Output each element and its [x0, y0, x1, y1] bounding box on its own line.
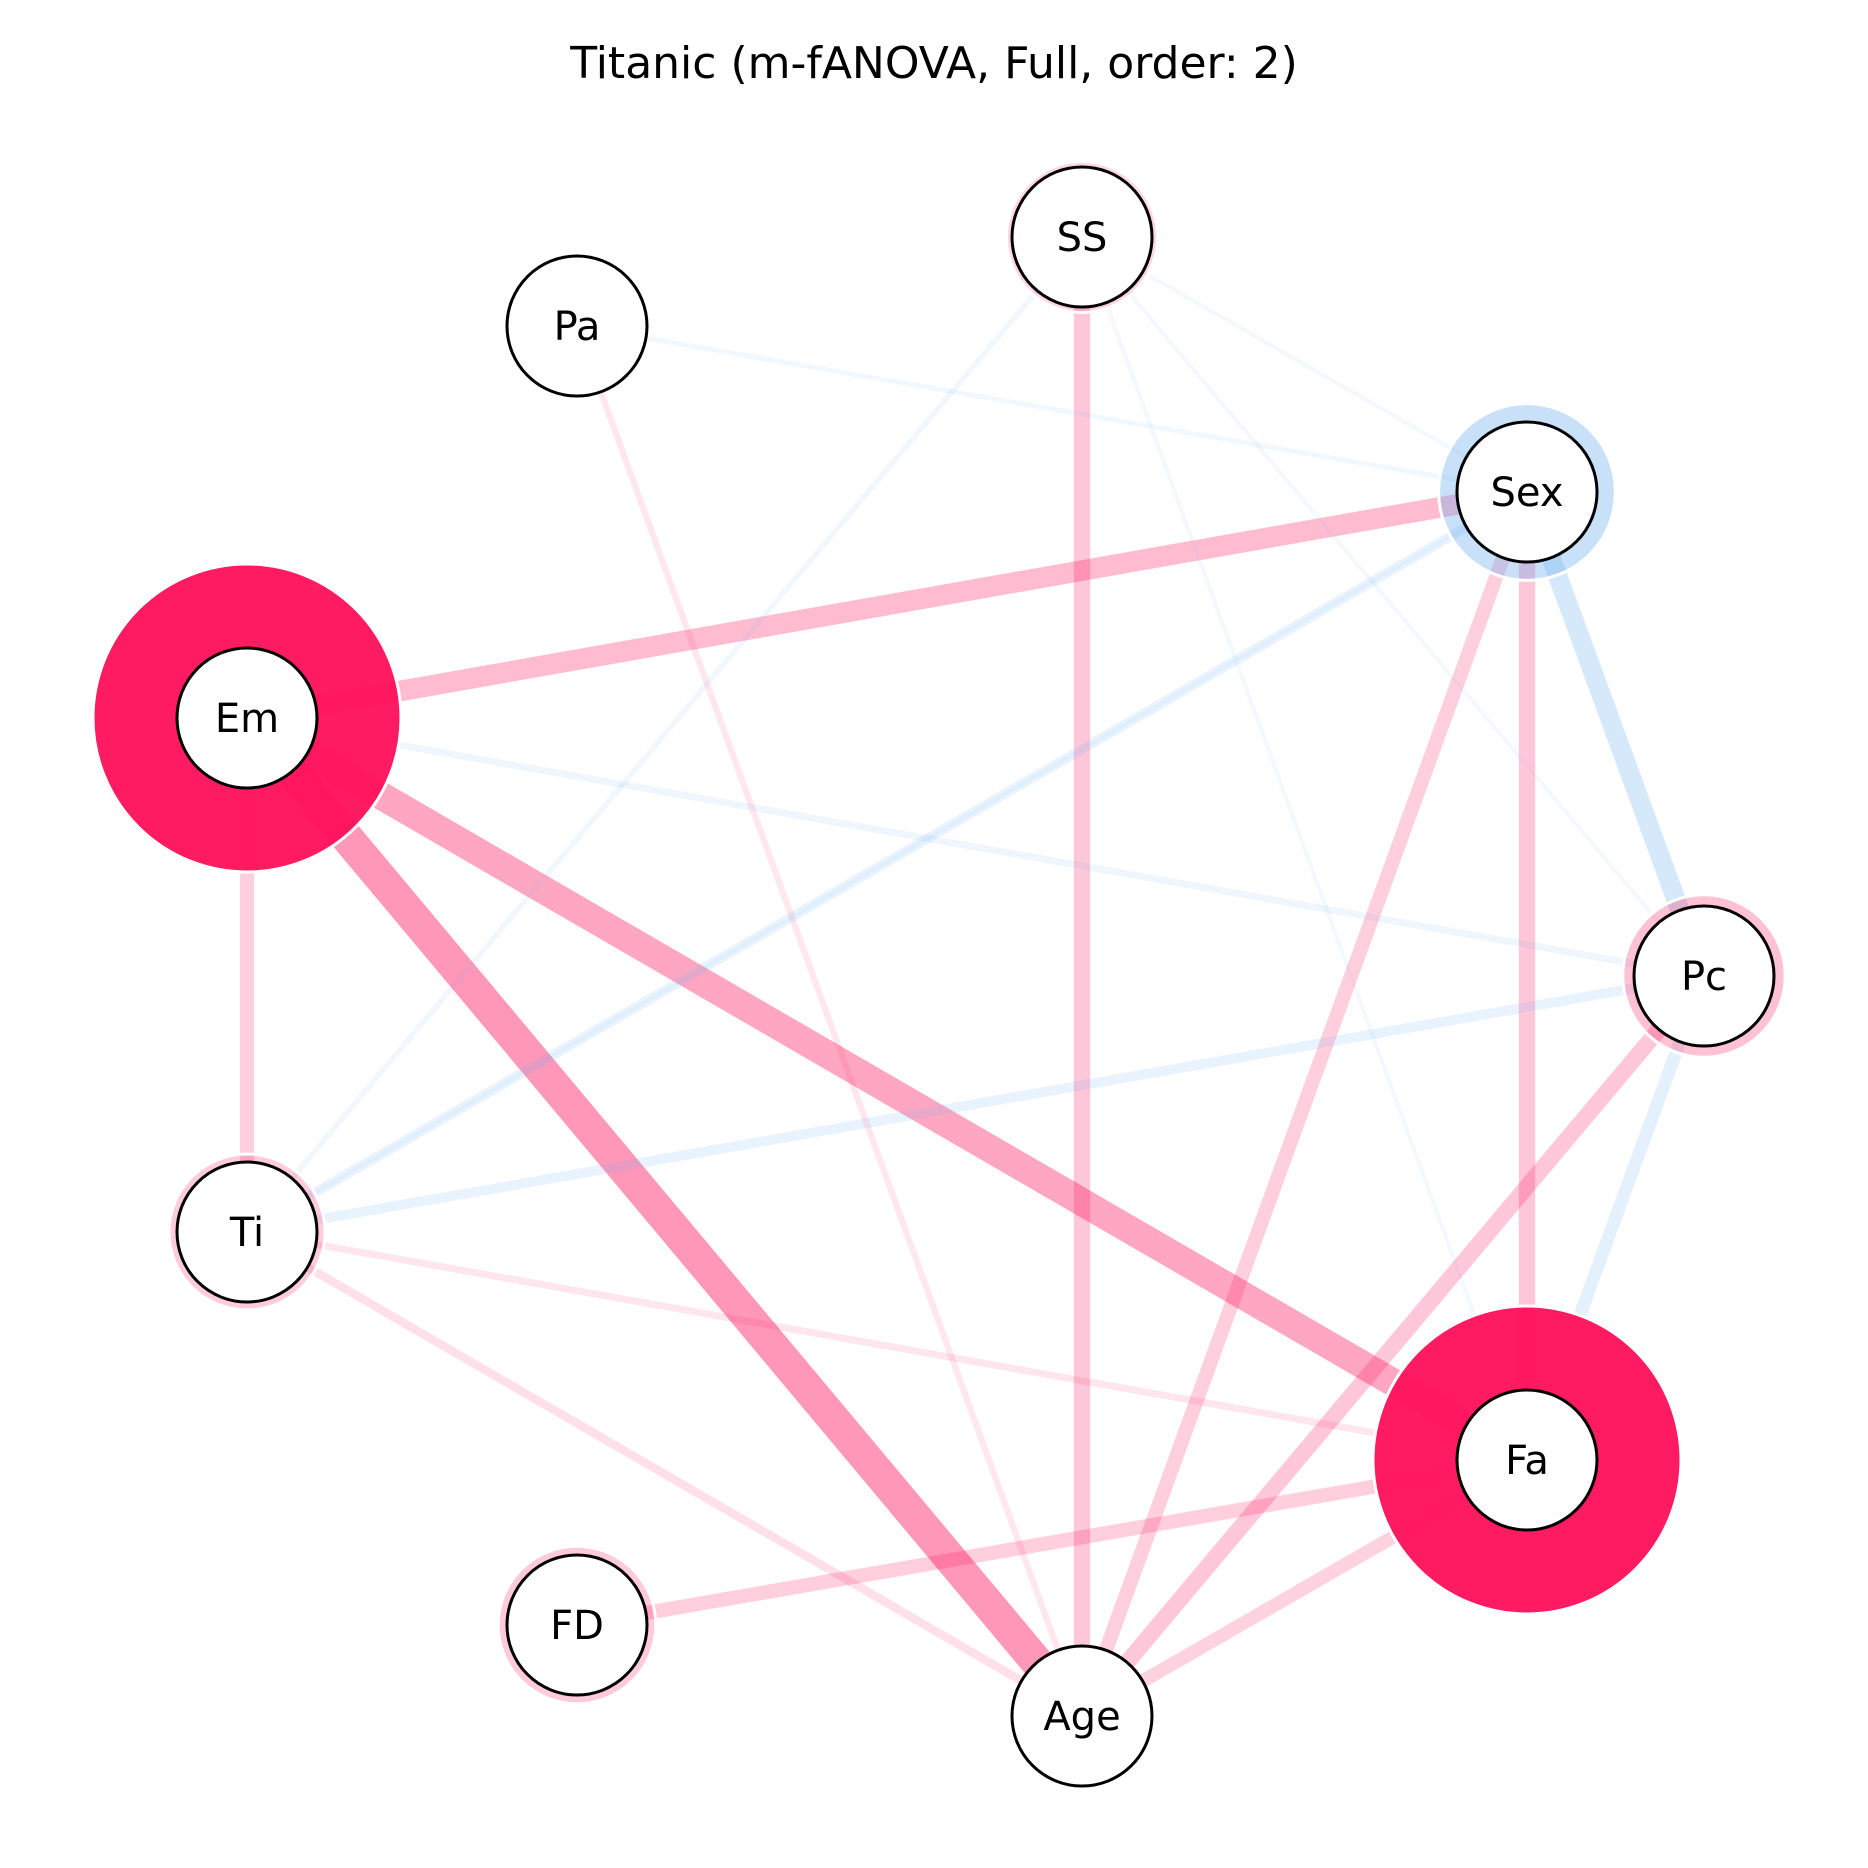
edge-em-age: [234, 707, 1095, 1727]
node-pa: Pa: [505, 254, 649, 398]
diagram-title: Titanic (m-fANOVA, Full, order: 2): [570, 38, 1298, 89]
node-label-pc: Pc: [1681, 954, 1727, 1000]
node-fd: FD: [505, 1553, 649, 1697]
node-circle-ti: [175, 1160, 319, 1304]
edge-pa-sex: [576, 323, 1528, 495]
edge-ti-age: [244, 1228, 1085, 1720]
node-label-sex: Sex: [1491, 470, 1564, 516]
node-circle-ss: [1010, 165, 1154, 309]
node-pc: Pc: [1632, 904, 1776, 1048]
node-circle-pa: [505, 254, 649, 398]
node-label-em: Em: [215, 696, 279, 742]
edge-ss-fa: [1080, 236, 1529, 1461]
edge-sex-age: [1075, 489, 1534, 1719]
edge-ss-sex: [1080, 235, 1529, 494]
node-age: Age: [1010, 1644, 1154, 1788]
node-fa: Fa: [1455, 1388, 1599, 1532]
node-circle-fa: [1455, 1388, 1599, 1532]
edge-ss-ti: [244, 235, 1085, 1234]
node-label-fd: FD: [550, 1603, 604, 1649]
node-circle-fd: [505, 1553, 649, 1697]
edge-em-fa: [240, 705, 1534, 1473]
edge-ss-pc: [1080, 235, 1706, 978]
edge-fd-fa: [575, 1453, 1529, 1632]
node-label-pa: Pa: [554, 304, 601, 350]
node-ti: Ti: [175, 1160, 319, 1304]
node-label-ss: SS: [1057, 215, 1108, 261]
node-label-ti: Ti: [229, 1210, 264, 1256]
node-circle-sex: [1455, 420, 1599, 564]
node-label-age: Age: [1043, 1694, 1120, 1740]
edge-em-pc: [246, 714, 1705, 980]
edge-ti-fa: [246, 1228, 1528, 1464]
edge-ti-sex: [244, 487, 1530, 1237]
edge-sex-pc: [1517, 488, 1714, 980]
node-sex: Sex: [1455, 420, 1599, 564]
node-ss: SS: [1010, 165, 1154, 309]
node-label-fa: Fa: [1505, 1438, 1549, 1484]
node-circle-em: [175, 646, 319, 790]
node-circle-pc: [1632, 904, 1776, 1048]
edge-pc-age: [1075, 970, 1711, 1722]
node-em: Em: [175, 646, 319, 790]
edge-em-sex: [245, 481, 1529, 729]
edge-ti-pc: [246, 971, 1705, 1237]
node-circle-age: [1010, 1644, 1154, 1788]
edge-sex-ti: [246, 490, 1528, 1234]
edge-pa-age: [574, 324, 1085, 1718]
